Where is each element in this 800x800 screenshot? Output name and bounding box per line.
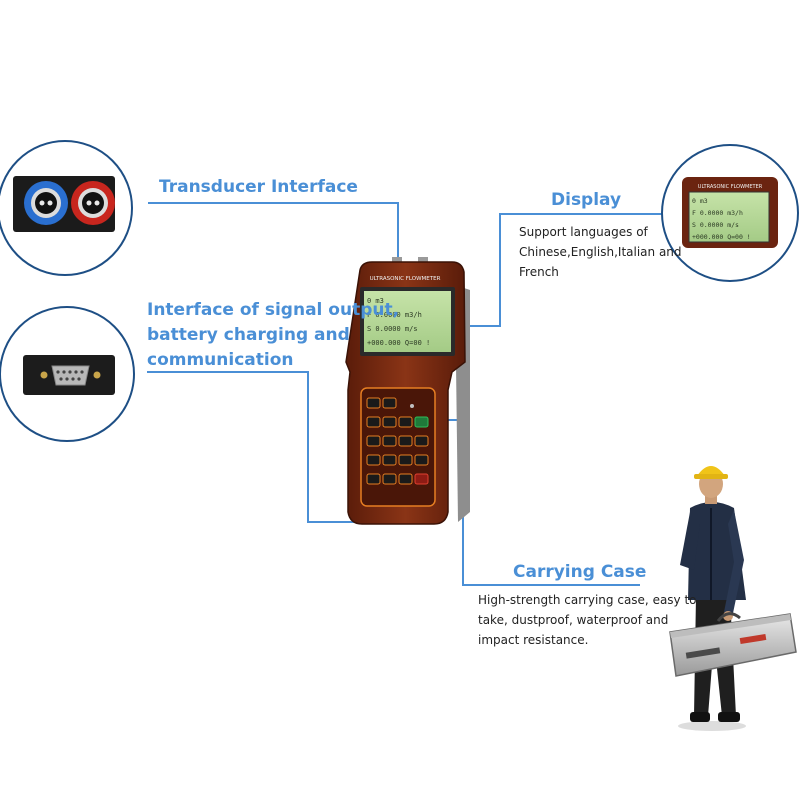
zoom-model-label: ULTRASONIC FLOWMETER [698,184,763,190]
signal-interface-heading: Interface of signal output, battery char… [147,298,399,373]
keypad-key [382,416,397,428]
keypad-key [382,435,397,447]
keypad-key [366,416,381,428]
lcd-line-3: S 0.0000 m/s [367,325,418,333]
transducer-interface-heading: Transducer Interface [159,177,358,197]
device-keypad [360,387,436,507]
keypad-key [382,397,397,409]
display-heading: Display [551,190,622,210]
flowmeter-device: ULTRASONIC FLOWMETER 0 m3 F 0.0000 m3/h … [345,257,470,525]
carrying-description-line: impact resistance. [478,633,589,647]
serial-port-circle [0,306,135,442]
red-connector-icon [71,181,115,225]
keypad-key [398,454,413,466]
keypad-key [382,454,397,466]
carrying-case-heading: Carrying Case [513,562,647,582]
zoom-lcd-line-2: F 0.0000 m3/h [692,209,743,217]
display-zoom-circle: ULTRASONIC FLOWMETER 0 m3 F 0.0000 m3/h … [661,144,799,282]
carrying-description-line: take, dustproof, waterproof and [478,613,669,627]
carrying-case-description: High-strength carrying case, easy to tak… [478,590,697,650]
display-description-line: French [519,265,559,279]
display-callout-line [444,213,665,327]
lcd-line-2: F 0.0000 m3/h [367,311,422,319]
display-description-line: Chinese,English,Italian and [519,245,682,259]
display-description-line: Support languages of [519,225,648,239]
keypad-key [366,435,381,447]
zoom-lcd-line-4: +000.000 Q=00 ! [692,233,751,241]
worker-with-case [669,466,797,731]
signal-heading-line: communication [147,350,294,370]
display-description: Support languages of Chinese,English,Ita… [519,222,682,282]
lcd-line-1: 0 m3 [367,297,384,305]
keypad-key [414,473,429,485]
carrying-case-icon [669,612,797,677]
blue-connector-icon [24,181,68,225]
keypad-key [414,454,429,466]
carrying-callout-line [445,419,640,586]
device-model-label: ULTRASONIC FLOWMETER [370,276,441,282]
transducer-callout-line [148,202,399,262]
keypad-key [366,473,381,485]
zoom-lcd-line-3: S 0.0000 m/s [692,221,739,229]
power-led-icon [410,404,414,408]
signal-callout-line [147,371,356,523]
keypad-key [414,416,429,428]
keypad-key [398,435,413,447]
device-lcd-screen: 0 m3 F 0.0000 m3/h S 0.0000 m/s +000.000… [360,287,455,356]
keypad-key [398,473,413,485]
db9-port-icon [40,365,101,386]
keypad-key [398,416,413,428]
zoom-lcd-line-1: 0 m3 [692,197,708,205]
keypad-key [366,397,381,409]
keypad-key [414,435,429,447]
signal-heading-line: Interface of signal output, [147,300,400,320]
carrying-description-line: High-strength carrying case, easy to [478,593,697,607]
signal-heading-line: battery charging and [147,325,350,345]
keypad-key [382,473,397,485]
keypad-key [366,454,381,466]
transducer-interface-circle [0,140,133,276]
lcd-line-4: +000.000 Q=00 ! [367,339,430,347]
